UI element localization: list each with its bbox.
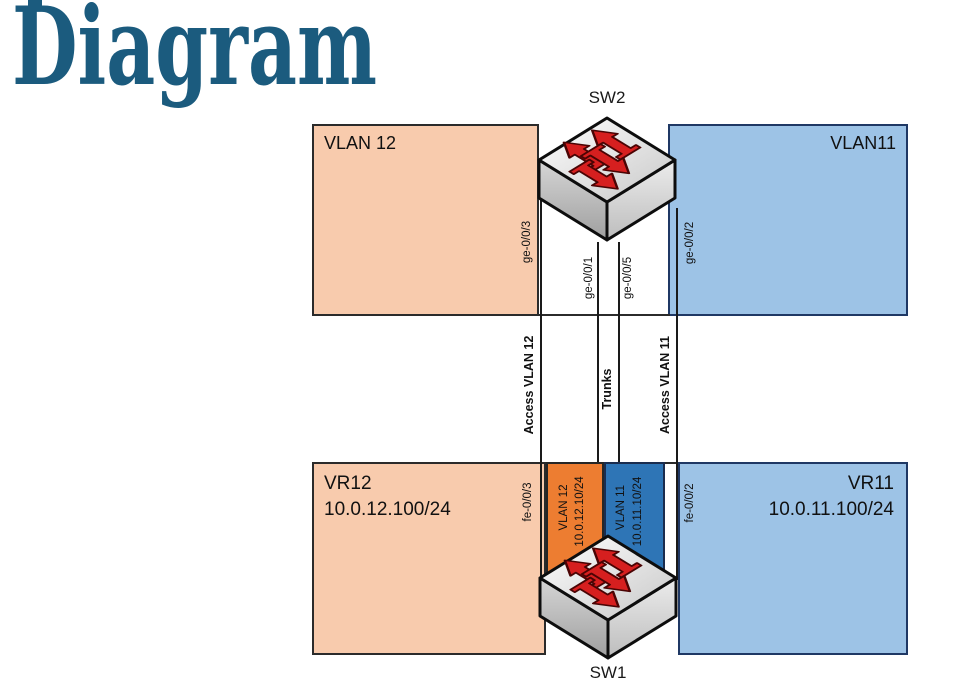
port-label-sw2-ge-0-0-3: ge-0/0/3: [521, 220, 533, 264]
top-band-channel-border: [539, 314, 670, 316]
vr12-ip: 10.0.12.100/24: [324, 499, 451, 520]
vr12-text: VR12 10.0.12.100/24: [324, 471, 451, 523]
link-access-vlan12: [540, 200, 542, 580]
vlan12-zone: VLAN 12: [312, 124, 539, 316]
vlan12-zone-label: VLAN 12: [324, 133, 397, 153]
link-access-vlan11: [676, 208, 678, 580]
port-label-sw2-ge-0-0-1: ge-0/0/1: [583, 256, 595, 300]
sw2-label: SW2: [588, 88, 626, 107]
vr11-label: VR11: [847, 473, 894, 494]
sw1-switch-icon: [537, 533, 679, 665]
vr11-ip: 10.0.11.100/24: [768, 499, 894, 520]
sw1-label: SW1: [589, 663, 627, 682]
port-label-sw1-fe-0-0-2: fe-0/0/2: [684, 483, 696, 523]
vr12-zone: VR12 10.0.12.100/24: [312, 462, 546, 655]
port-label-sw2-ge-0-0-2: ge-0/0/2: [684, 221, 696, 265]
vr12-label: VR12: [324, 473, 372, 494]
link-label-trunks: Trunks: [600, 368, 614, 410]
sw2-switch-icon: [536, 115, 678, 247]
cropped-letter-fragment: [28, 0, 42, 9]
page-title: Diagram: [12, 0, 377, 110]
vr11-zone: VR11 10.0.11.100/24: [678, 462, 908, 655]
vr11-text: VR11 10.0.11.100/24: [769, 471, 894, 523]
vlan11-zone-label: VLAN11: [830, 133, 896, 153]
port-label-sw1-fe-0-0-3: fe-0/0/3: [522, 482, 534, 522]
link-label-access-vlan12: Access VLAN 12: [522, 335, 536, 435]
link-label-access-vlan11: Access VLAN 11: [658, 336, 672, 434]
bottom-band-gap-border: [665, 462, 678, 464]
vlan11-zone: VLAN11: [668, 124, 908, 316]
port-label-sw2-ge-0-0-5: ge-0/0/5: [622, 256, 634, 300]
link-trunk-2: [618, 242, 620, 462]
link-trunk-1: [597, 242, 599, 462]
